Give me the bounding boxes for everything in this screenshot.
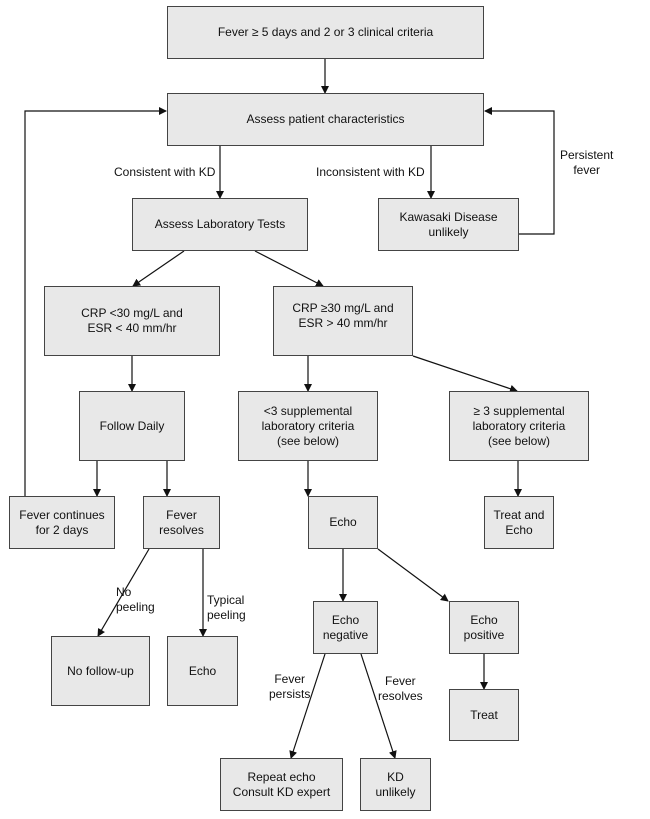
label-fever-resolves: Fever resolves [378, 674, 423, 703]
node-fever-continues: Fever continues for 2 days [9, 496, 115, 549]
arrow-persistent-fever-loop [484, 107, 555, 235]
node-treat: Treat [449, 689, 519, 741]
node-echo-negative: Echo negative [313, 601, 378, 654]
arrow-fever-persists [289, 653, 326, 759]
node-ge3-supplemental: ≥ 3 supplemental laboratory criteria (se… [449, 391, 589, 461]
arrow-crp-high-to-ge3 [412, 355, 518, 393]
label-consistent: Consistent with KD [114, 165, 216, 179]
arrow-lab-to-crp-low [132, 250, 185, 287]
label-persistent-fever: Persistent fever [560, 148, 614, 177]
node-crp-high: CRP ≥30 mg/L and ESR > 40 mm/hr [273, 286, 413, 356]
node-assess-lab: Assess Laboratory Tests [132, 198, 308, 251]
label-inconsistent: Inconsistent with KD [316, 165, 425, 179]
node-follow-daily: Follow Daily [79, 391, 185, 461]
node-fever-resolves: Fever resolves [143, 496, 220, 549]
node-kd-unlikely-bottom: KD unlikely [360, 758, 431, 811]
node-treat-and-echo: Treat and Echo [484, 496, 554, 549]
node-echo-positive: Echo positive [449, 601, 519, 654]
node-assess-patient: Assess patient characteristics [167, 93, 484, 146]
label-fever-persists: Fever persists [269, 672, 311, 701]
node-echo: Echo [308, 496, 378, 549]
label-typical-peeling: Typical peeling [207, 593, 246, 622]
arrow-lab-to-crp-high [254, 250, 324, 287]
node-repeat-echo: Repeat echo Consult KD expert [220, 758, 343, 811]
arrow-fever-continues-loop [24, 107, 167, 496]
node-lt3-supplemental: <3 supplemental laboratory criteria (see… [238, 391, 378, 461]
node-kd-unlikely-top: Kawasaki Disease unlikely [378, 198, 519, 251]
node-no-followup: No follow-up [51, 636, 150, 706]
arrow-fever-resolves [360, 653, 397, 759]
label-no-peeling: No peeling [116, 585, 155, 614]
node-crp-low: CRP <30 mg/L and ESR < 40 mm/hr [44, 286, 220, 356]
node-echo-left: Echo [167, 636, 238, 706]
arrow-echo-to-positive [377, 548, 449, 602]
node-start: Fever ≥ 5 days and 2 or 3 clinical crite… [167, 6, 484, 59]
arrow-no-peeling [97, 548, 150, 637]
